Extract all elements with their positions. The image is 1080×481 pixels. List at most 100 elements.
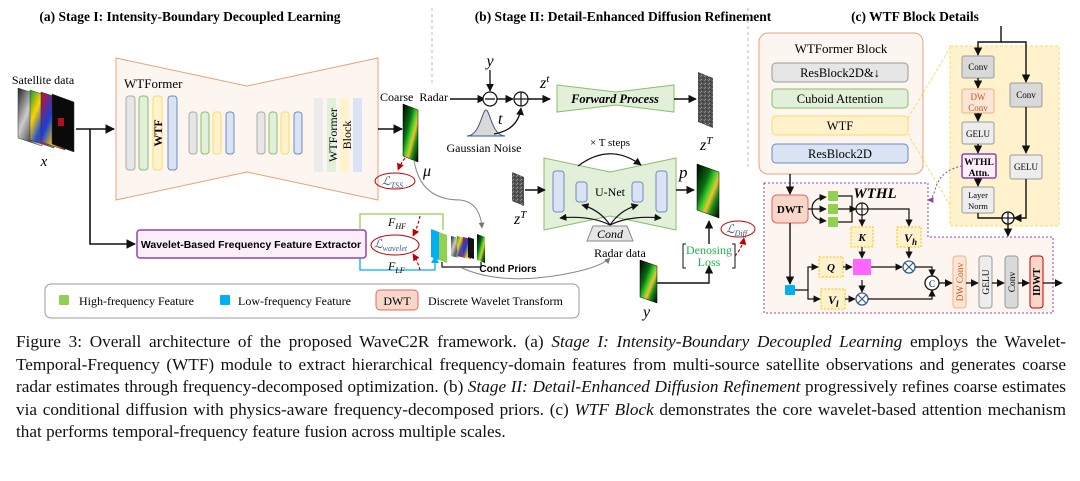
layer-resblock-down-label: ResBlock2D&↓ [800, 66, 880, 80]
lf-feature [785, 285, 795, 295]
wtformer-stage-2 [188, 111, 235, 155]
zoom-guide-top [907, 47, 951, 119]
mu-label: μ [422, 163, 431, 180]
unet-label: U-Net [595, 185, 626, 199]
layer-resblock-down [771, 62, 909, 83]
chain-layernorm-label-1: Layer [968, 190, 988, 200]
p-label: p [678, 163, 688, 182]
ground-truth-radar-image [639, 259, 658, 304]
chain-conv-right-label: Conv [1016, 90, 1036, 100]
legend-dwt-label: Discrete Wavelet Transform [428, 294, 563, 308]
unet-enc-1 [552, 170, 565, 213]
noise-zT-image [698, 72, 713, 128]
wtf-vertical-label: WTF [151, 119, 165, 146]
t-steps-loop-arrow [577, 153, 642, 167]
q-box [818, 256, 844, 278]
t-steps-label: × T steps [590, 137, 630, 149]
figure-caption: Figure 3: Overall architecture of the pr… [16, 331, 1066, 444]
noise-to-add-arrow [493, 107, 524, 135]
panel-b-title: (b) Stage II: Detail-Enhanced Diffusion … [475, 9, 772, 24]
tail-gelu-label: GELU [982, 269, 992, 294]
unet-dec-1 [655, 170, 668, 213]
caption-italic-wtf-block: WTF Block [574, 399, 654, 419]
legend-dwt-badge [375, 289, 419, 311]
hf-feature-1 [828, 191, 838, 201]
lf-to-q [795, 263, 819, 291]
t-label: t [498, 111, 503, 128]
caption-text-4: demonstrates the core wavelet-based atte… [16, 399, 1066, 442]
unet-dec-2 [631, 181, 644, 203]
caption-text-3: progressively refines coarse estimates v… [16, 377, 1066, 419]
tail-gelu [978, 255, 993, 309]
mull-to-concat [868, 289, 936, 300]
wavelet-extractor-box [136, 229, 367, 259]
wtformer-block-stack [314, 98, 362, 172]
wtformer-stage-3 [256, 111, 303, 155]
tail-idwt-label: IDWT [1032, 268, 1043, 296]
cond-trapezoid [586, 225, 634, 242]
legend-dwt-badge-label: DWT [383, 294, 411, 308]
cond-priors-stack [431, 229, 485, 263]
wavelet-loss-ellipse [370, 234, 420, 256]
radar-data-label: Radar data [594, 246, 646, 260]
tss-loss-label: ℒTSS [382, 174, 403, 190]
zT-top-label: zT [699, 135, 713, 154]
tss-loss-arrow [397, 157, 406, 171]
zoom-guide-bottom [907, 133, 951, 206]
legend-hf-label: High-frequency Feature [79, 294, 194, 308]
attention-map [853, 259, 871, 275]
wtformer-block-vertical-label-2: Block [340, 121, 354, 150]
tail-conv [1004, 255, 1019, 309]
tail-idwt [1029, 255, 1044, 309]
mul-node-high [902, 260, 916, 274]
hf-feature-3 [828, 217, 838, 227]
wtformer-block-vertical-label-1: WTFormer [326, 108, 340, 162]
refined-radar-image [696, 163, 720, 219]
dwt-label: DWT [777, 204, 804, 216]
satellite-data-stack [17, 87, 75, 153]
panel-c-title: (c) WTF Block Details [851, 9, 979, 24]
extractor-branch-arrow [89, 129, 136, 249]
diff-loss-label: ℒDiff [726, 222, 749, 238]
denoising-bracket-right [732, 243, 736, 269]
y-top-label: y [484, 53, 494, 70]
wtformer-block-title: WTFormer Block [795, 41, 888, 56]
vh-label: Vh [904, 231, 917, 247]
vl-box [820, 288, 846, 310]
cond-priors-curve [461, 257, 611, 280]
chain-gelu-1-label: GELU [966, 129, 990, 139]
zt-label: zt [539, 73, 550, 92]
tail-dwconv-label: DW Conv [956, 262, 966, 301]
wtf-input-right [1001, 41, 1031, 83]
y-to-loss-arrow [657, 265, 714, 284]
dwt-fan-top [811, 193, 827, 210]
cond-to-enc1 [559, 213, 611, 226]
caption-italic-stage2: Stage II: Detail-Enhanced Diffusion Refi… [467, 377, 801, 397]
tail-dwconv [952, 255, 967, 309]
legend-lf-label: Low-frequency Feature [238, 294, 351, 308]
caption-italic-stage1: Stage I: Intensity-Boundary Decoupled Le… [551, 332, 903, 351]
coarse-radar-label: Coarse Radar [380, 90, 448, 104]
y-bottom-label: y [641, 304, 651, 321]
wavelet-loss-hf-arrow [412, 215, 421, 237]
cond-to-enc2 [581, 203, 611, 226]
caption-text-1: Figure 3: Overall architecture of the pr… [16, 332, 552, 351]
legend-box [44, 283, 580, 319]
diff-loss-ellipse [720, 220, 756, 238]
wtformer-encoder-decoder [115, 57, 379, 201]
chain-wthl-label-1: WTHL [964, 158, 994, 168]
mu-to-priors-curve [413, 159, 485, 229]
ln-to-add [977, 213, 1002, 219]
unet-enc-2 [575, 181, 588, 203]
zT-input-label: zT [513, 209, 527, 228]
mul-node-low [855, 292, 869, 306]
wavelet-loss-label: ℒwavelet [374, 237, 408, 253]
x-label: x [40, 154, 48, 170]
tail-conv-label: Conv [1008, 271, 1018, 292]
layer-cuboid-attention [771, 88, 909, 109]
chain-wthl-label-2: Attn. [969, 169, 990, 179]
wthl-title: WTHL [853, 186, 896, 202]
wavelet-extractor-label: Wavelet-Based Frequency Feature Extracto… [141, 239, 361, 251]
cond-label: Cond [597, 227, 624, 241]
